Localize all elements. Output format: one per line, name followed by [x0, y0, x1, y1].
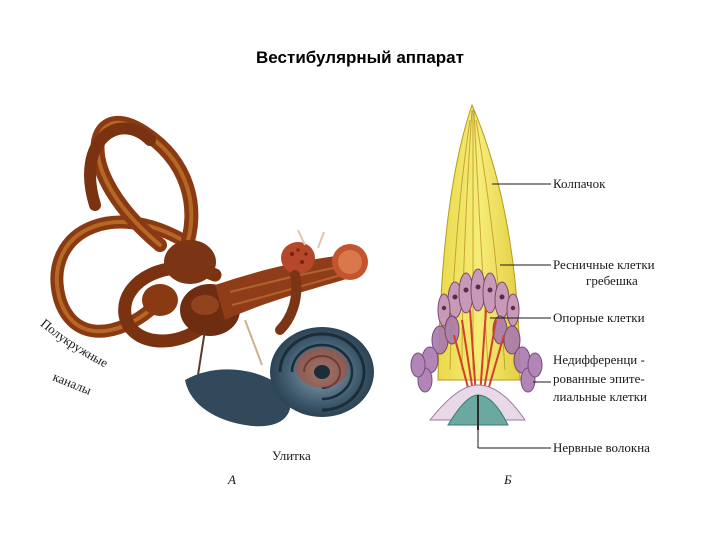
figure-a-letter: А [227, 472, 236, 487]
ganglion [281, 242, 315, 274]
labyrinth-illustration [57, 123, 374, 426]
crista-illustration [411, 105, 542, 430]
label-undiff-3: лиальные клетки [553, 389, 647, 404]
ampulla-1 [164, 240, 216, 284]
label-nerve-fibers: Нервные волокна [553, 440, 650, 455]
label-semicircular-canals-2: каналы [51, 369, 94, 398]
label-support-cells: Опорные клетки [553, 310, 645, 325]
ampulla-2 [142, 284, 178, 316]
label-undiff-1: Недифференци - [553, 352, 645, 367]
label-cochlea: Улитка [272, 448, 311, 463]
label-undiff-2: рованные эпите- [553, 371, 645, 386]
label-cupula: Колпачок [553, 176, 606, 191]
label-hair-cells-1: Ресничные клетки [553, 257, 655, 272]
figure-b-letter: Б [503, 472, 512, 487]
label-hair-cells-2: гребешка [586, 273, 638, 288]
